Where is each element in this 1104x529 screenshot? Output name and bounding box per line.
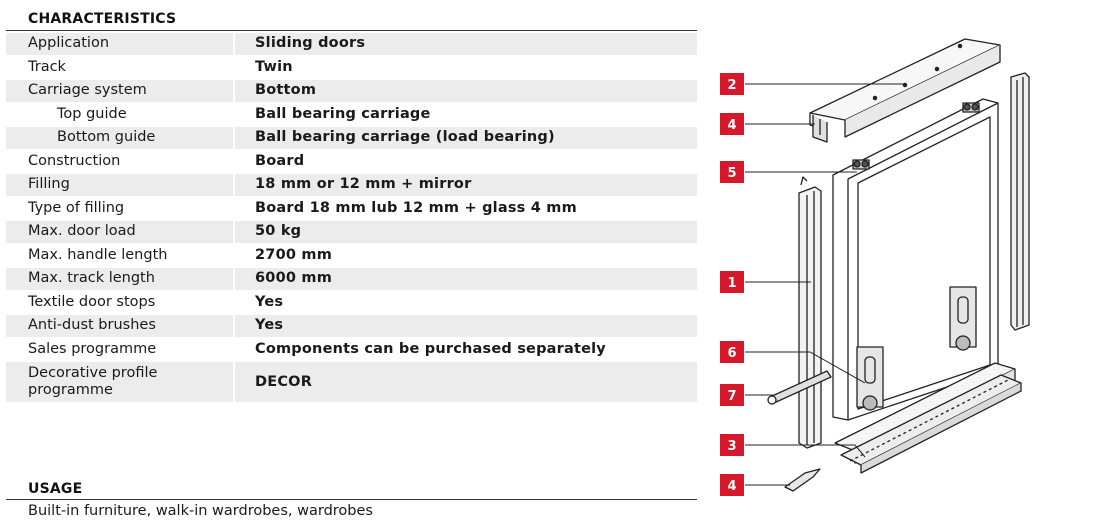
row-key: Max. door load [6,221,235,243]
row-value: Yes [255,293,284,310]
characteristics-title: CHARACTERISTICS [28,11,177,27]
row-key: Decorative profile programme [6,362,235,402]
row-value: 50 kg [235,221,697,243]
row-key: Track [6,56,235,78]
row-key: Construction [6,150,235,172]
svg-text:7: 7 [727,389,736,404]
row-value: Twin [255,58,293,75]
usage-text: Built-in furniture, walk-in wardrobes, w… [28,503,373,519]
table-row: Bottom guide Ball bearing carriage (load… [6,127,697,149]
row-value: Ball bearing carriage (load bearing) [235,127,697,149]
characteristics-table: Application Sliding doors Track Twin Car… [6,31,697,404]
svg-text:4: 4 [727,479,736,494]
row-key: Carriage system [6,80,235,102]
row-value: Ball bearing carriage [255,105,431,122]
usage-divider [6,499,697,500]
row-key: Max. track length [6,268,235,290]
usage-title: USAGE [28,481,83,497]
row-key: Filling [6,174,235,196]
row-key: Type of filling [6,197,235,219]
row-value: Yes [235,315,697,337]
row-value: Board [255,152,305,169]
badge-2: 2 [720,73,744,95]
row-key: Sales programme [6,338,235,360]
svg-text:6: 6 [727,346,736,361]
table-row: Decorative profile programme DECOR [6,362,697,402]
badge-5: 5 [720,161,744,183]
row-key: Bottom guide [6,127,235,149]
svg-text:2: 2 [727,78,736,93]
table-row: Track Twin [6,56,697,78]
row-key: Application [6,33,235,55]
table-row: Sales programme Components can be purcha… [6,338,697,360]
badge-1: 1 [720,271,744,293]
table-row: Max. handle length 2700 mm [6,244,697,266]
right-vertical-profile [1010,72,1030,331]
characteristics-divider [6,30,697,31]
row-value: Sliding doors [235,33,697,55]
svg-text:1: 1 [727,276,736,291]
sliding-door-diagram: 2 4 5 1 6 7 3 4 [720,38,1030,496]
badge-3: 3 [720,434,744,456]
badge-4-bottom: 4 [720,474,744,496]
table-row: Anti-dust brushes Yes [6,315,697,337]
row-value: Board 18 mm lub 12 mm + glass 4 mm [255,199,577,216]
table-row: Max. door load 50 kg [6,221,697,243]
svg-text:5: 5 [727,166,736,181]
row-value: DECOR [235,362,697,402]
table-row: Construction Board [6,150,697,172]
handle-profile-part [798,176,822,449]
table-row: Max. track length 6000 mm [6,268,697,290]
badge-4-top: 4 [720,113,744,135]
top-track-part [809,38,1001,138]
top-guide-part [812,115,828,143]
row-key: Anti-dust brushes [6,315,235,337]
row-key: Top guide [6,103,235,125]
table-row: Top guide Ball bearing carriage [6,103,697,125]
svg-text:3: 3 [727,439,736,454]
dust-brush-part [767,370,832,405]
table-row: Application Sliding doors [6,33,697,55]
row-value: Bottom [235,80,697,102]
bottom-carriage-part [856,286,977,411]
svg-text:4: 4 [727,118,736,133]
bottom-guide-part [784,468,821,492]
table-row: Filling 18 mm or 12 mm + mirror [6,174,697,196]
row-value: Components can be purchased separately [255,340,606,357]
badge-6: 6 [720,341,744,363]
bottom-track-part [834,362,1022,474]
leader-lines [745,83,905,486]
row-value: 2700 mm [255,246,333,263]
table-row: Type of filling Board 18 mm lub 12 mm + … [6,197,697,219]
row-value: 18 mm or 12 mm + mirror [235,174,697,196]
row-key: Textile door stops [6,291,235,313]
row-key: Max. handle length [6,244,235,266]
top-guide-carriage-part [852,102,980,170]
table-row: Textile door stops Yes [6,291,697,313]
row-value: 6000 mm [235,268,697,290]
badge-7: 7 [720,384,744,406]
table-row: Carriage system Bottom [6,80,697,102]
